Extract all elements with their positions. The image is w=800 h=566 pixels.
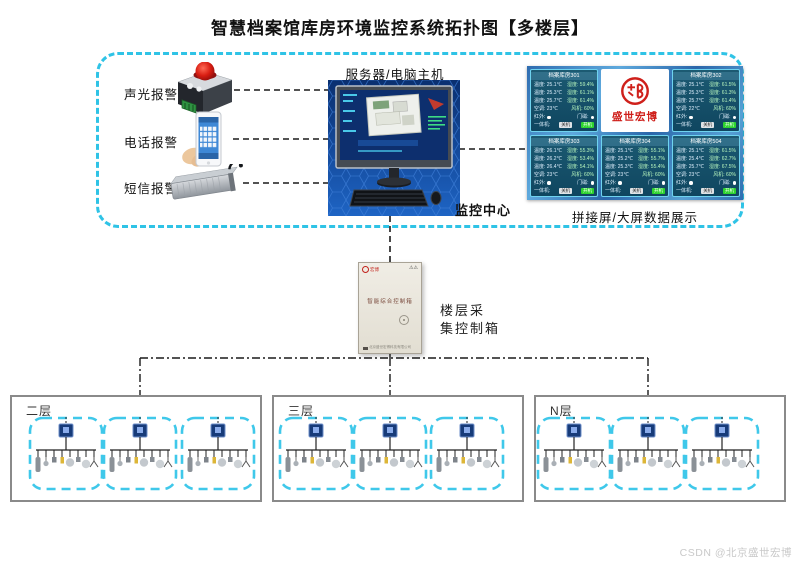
indicator-row: 红外: 门磁: — [531, 180, 597, 186]
panel-title: 档案库房304 — [602, 137, 668, 146]
page-title: 智慧档案馆库房环境监控系统拓扑图【多楼层】 — [211, 19, 589, 38]
brand-ring-icon — [362, 266, 369, 273]
hongbo-logo-tile: 盛世宏博 — [601, 69, 669, 132]
cabinet-brand: 宏博 — [362, 266, 379, 273]
power-off-button: 关机 — [701, 187, 715, 194]
computer-monitor-icon — [328, 80, 460, 216]
power-off-button: 关机 — [701, 122, 715, 129]
logo-text: 盛世宏博 — [612, 111, 658, 124]
status-dot — [618, 181, 622, 185]
floor-label: 二层 — [26, 404, 53, 418]
phone-alarm-icon — [182, 111, 222, 167]
machine-row: 一体机:关机开机 — [534, 122, 594, 129]
indicator-row: 红外: 门磁: — [673, 180, 739, 186]
panel-title: 档案库房504 — [673, 137, 739, 146]
machine-row: 一体机:关机开机 — [534, 187, 594, 194]
sound-light-alarm-label: 声光报警 — [124, 88, 179, 102]
machine-row: 一体机:关机开机 — [676, 122, 736, 129]
status-dot — [732, 115, 736, 120]
machine-row: 一体机:关机开机 — [605, 187, 665, 194]
big-screen-label: 拼接屏/大屏数据展示 — [572, 211, 698, 225]
power-on-button: 开机 — [722, 187, 736, 194]
status-dot — [547, 115, 551, 120]
status-dot — [732, 181, 736, 185]
control-cabinet: 宏博 ⚠⚠ 智能综合控制箱 北京盛世宏博科技有限公司 — [358, 262, 422, 354]
sms-modem-icon — [170, 164, 243, 200]
power-off-button: 关机 — [559, 122, 573, 129]
power-on-button: 开机 — [722, 122, 736, 129]
status-dot — [590, 115, 594, 120]
status-dot — [547, 181, 551, 185]
sound-light-alarm-icon — [177, 62, 233, 114]
power-off-button: 关机 — [559, 187, 573, 194]
sensor-clusters — [536, 415, 760, 491]
power-off-button: 关机 — [630, 187, 644, 194]
control-cabinet-label-line2: 集控制箱 — [440, 321, 501, 336]
status-dot — [590, 181, 594, 185]
hongbo-logo-icon — [621, 77, 649, 106]
indicator-row: 红外: 门磁: — [531, 114, 597, 120]
floor-label: N层 — [550, 404, 573, 418]
floor-section-2: 二层 — [10, 395, 262, 502]
monitoring-center-label: 监控中心 — [455, 203, 512, 218]
phone-alarm-label: 电话报警 — [124, 136, 179, 150]
control-cabinet-label-line1: 楼层采 — [440, 303, 486, 318]
power-on-button: 开机 — [580, 122, 594, 129]
power-on-button: 开机 — [580, 187, 594, 194]
sms-alarm-label: 短信报警 — [124, 182, 179, 196]
floor-section-n: N层 — [534, 395, 786, 502]
floor-section-3: 三层 — [272, 395, 524, 502]
cabinet-lock-icon — [399, 315, 409, 325]
panel-title: 档案库房301 — [531, 72, 597, 81]
panel-title: 档案库房302 — [673, 72, 739, 81]
warning-icons: ⚠⚠ — [409, 265, 418, 271]
status-dot — [689, 115, 693, 120]
server-label: 服务器/电脑主机 — [345, 68, 445, 82]
status-dot — [689, 181, 693, 185]
floor-label: 三层 — [288, 404, 315, 418]
machine-row: 一体机:关机开机 — [676, 187, 736, 194]
indicator-row: 红外: 门磁: — [673, 114, 739, 120]
indicator-row: 红外: 门磁: — [602, 180, 668, 186]
panel-title: 档案库房303 — [531, 137, 597, 146]
cabinet-title: 智能综合控制箱 — [367, 299, 413, 305]
cabinet-company: 北京盛世宏博科技有限公司 — [369, 345, 411, 349]
power-on-button: 开机 — [651, 187, 665, 194]
cabinet-mark — [363, 347, 368, 350]
watermark: CSDN @北京盛世宏博 — [679, 547, 792, 559]
status-dot — [661, 181, 665, 185]
